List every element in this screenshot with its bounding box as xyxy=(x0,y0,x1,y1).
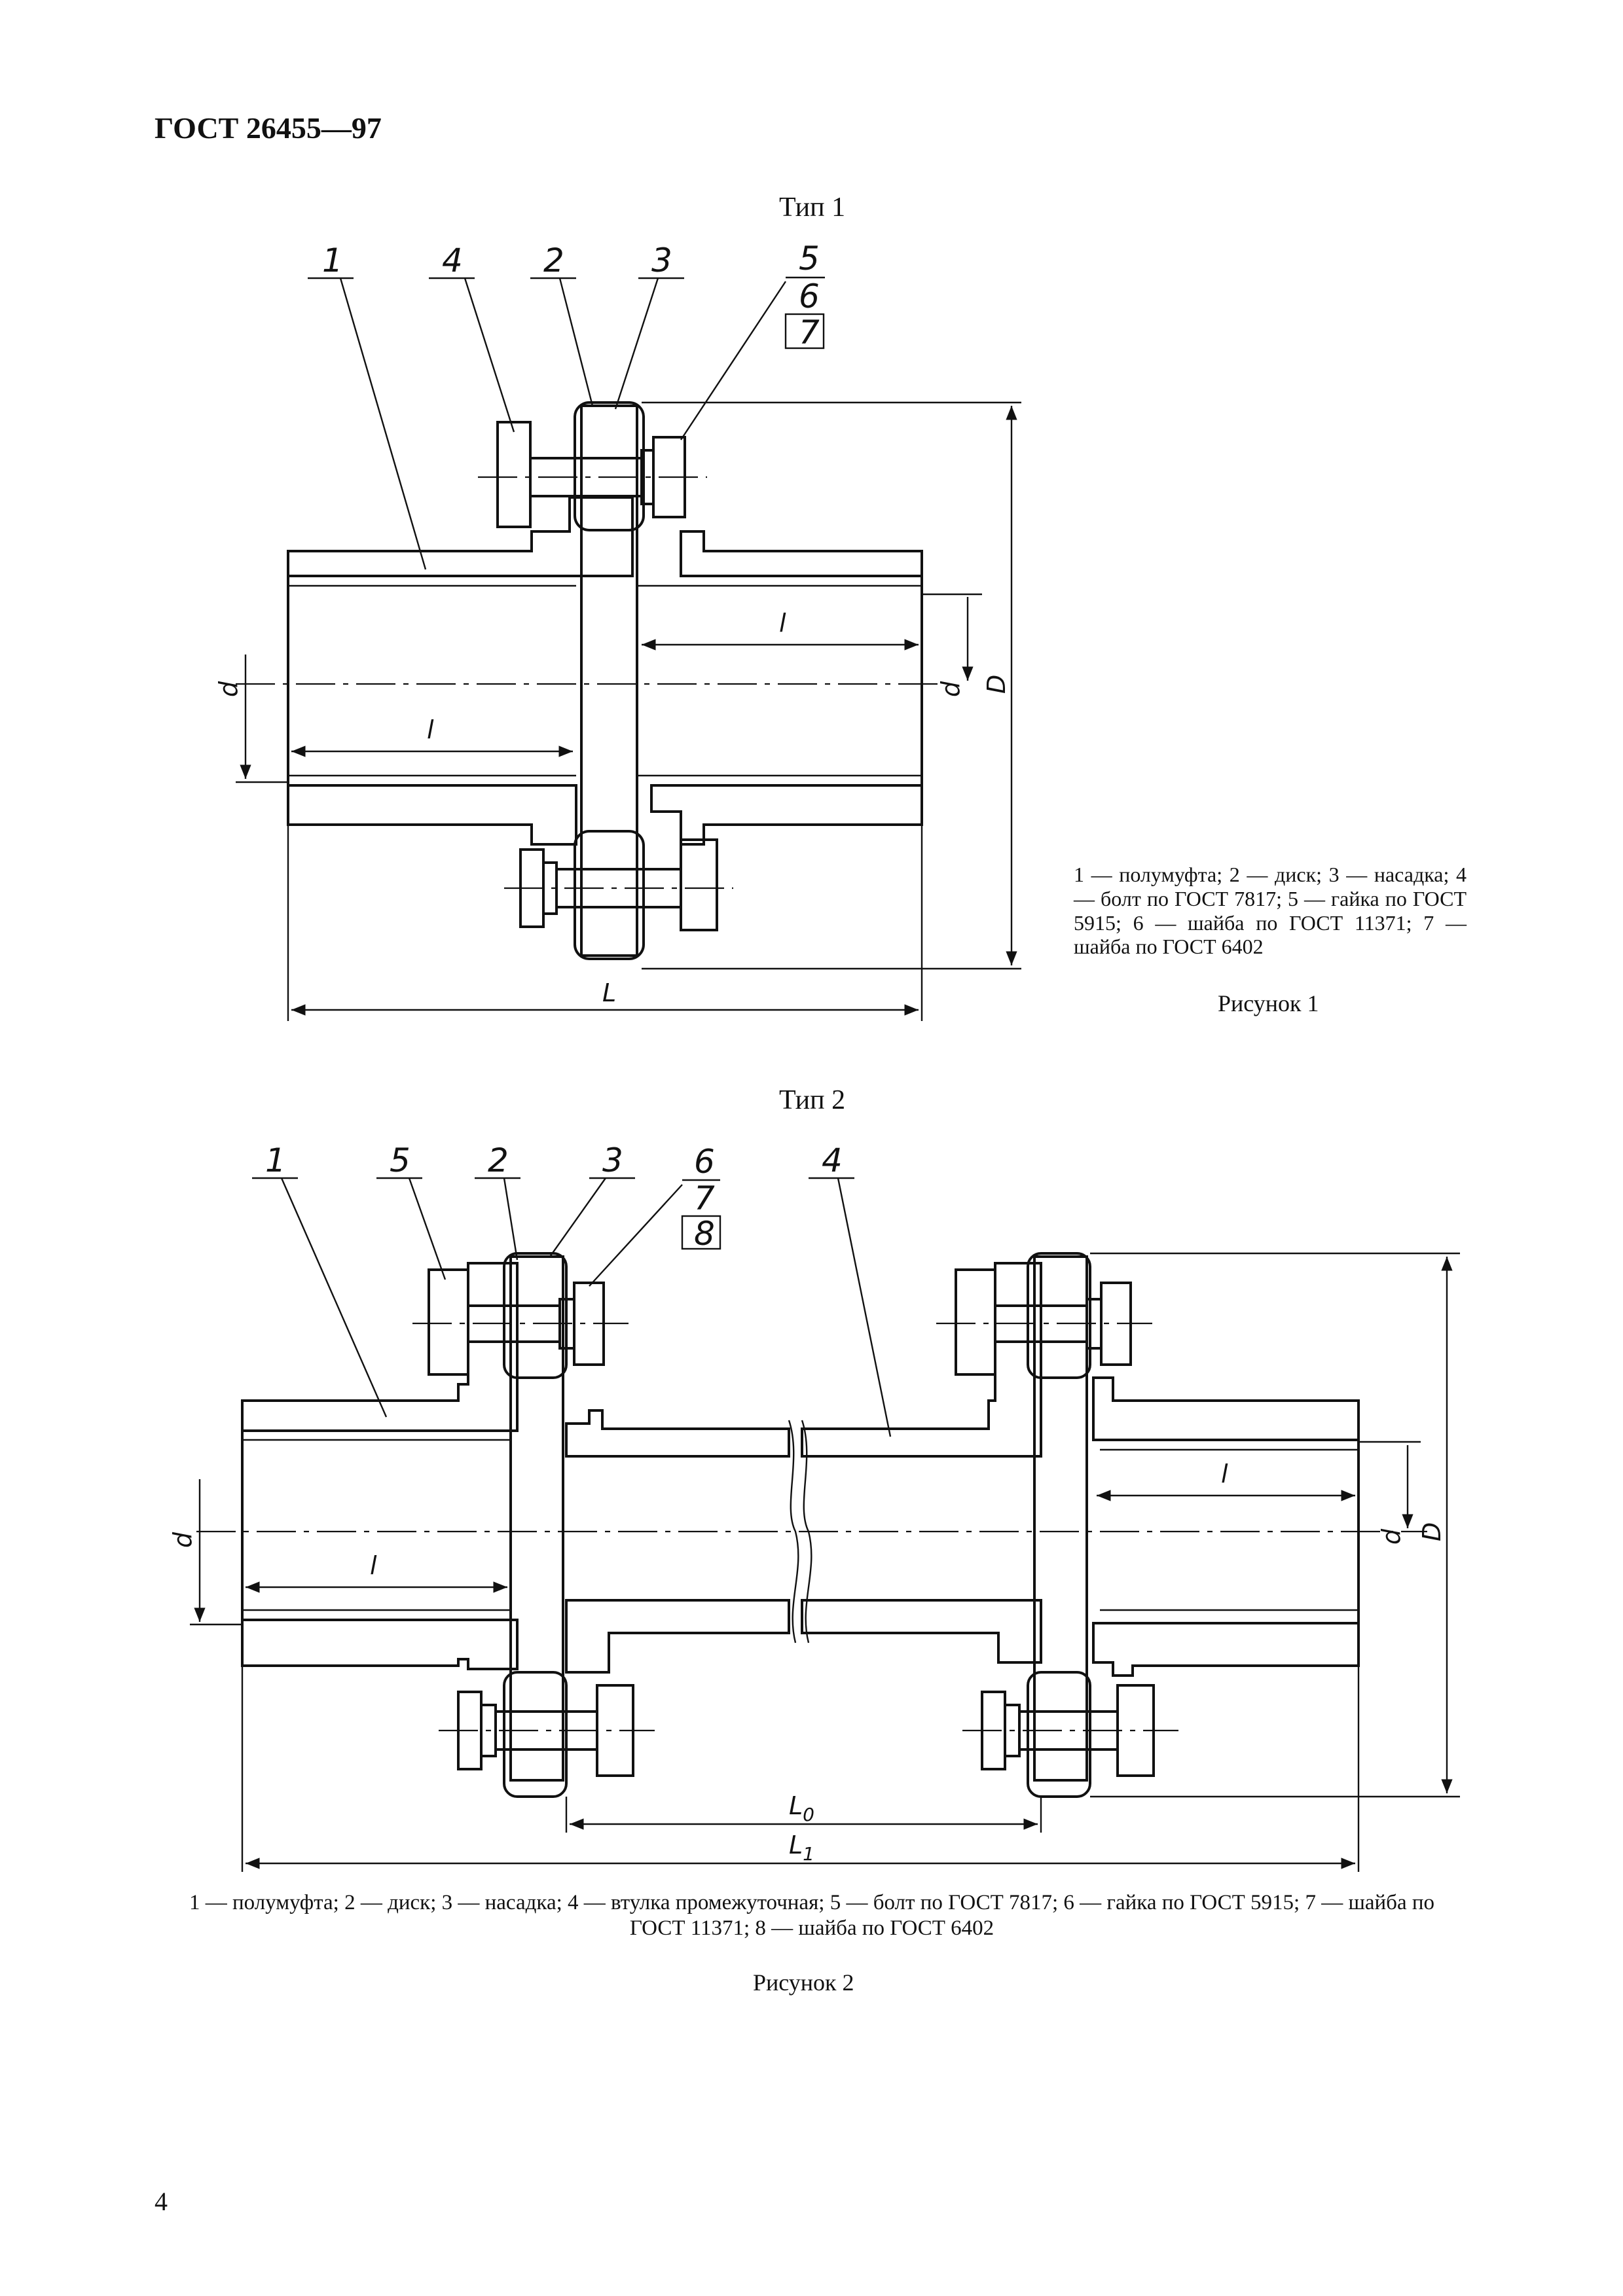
leader-label-6: 6 xyxy=(694,1143,715,1181)
figure2-caption: Рисунок 2 xyxy=(753,1969,854,1996)
dim-l-right-label: l xyxy=(779,609,786,637)
leader-label-4: 4 xyxy=(442,242,463,279)
figure1-drawing: L D d d l l 1 4 2 3 xyxy=(214,240,1021,1021)
dim-L0-label: L0 xyxy=(789,1791,814,1825)
half-coupling-right-top xyxy=(1092,1376,1360,1441)
nozzle-left-bottom xyxy=(503,1671,568,1798)
disc-pack-left xyxy=(509,1255,564,1782)
leader-label-6: 6 xyxy=(799,278,820,315)
dim-d-right-label: d xyxy=(1377,1528,1406,1545)
dim-D-label: D xyxy=(1417,1522,1446,1541)
page-number: 4 xyxy=(155,2187,168,2216)
disc-pack xyxy=(580,404,638,957)
leader-label-1: 1 xyxy=(265,1141,286,1179)
disc-pack-right xyxy=(1033,1255,1088,1782)
bolt-head-top xyxy=(496,421,532,528)
half-coupling-right-bottom xyxy=(1092,1622,1360,1677)
leader-label-7: 7 xyxy=(694,1179,715,1217)
figure1-legend: 1 — полумуфта; 2 — диск; 3 — насадка; 4 … xyxy=(1074,863,1467,959)
leader-label-3: 3 xyxy=(602,1141,623,1179)
half-coupling-left-top xyxy=(241,1262,519,1432)
leader-label-7: 7 xyxy=(799,314,820,351)
spacer-left-top xyxy=(565,1409,790,1458)
leader-label-3: 3 xyxy=(651,242,672,279)
dim-L-label: L xyxy=(602,978,616,1007)
figure2-legend: 1 — полумуфта; 2 — диск; 3 — насадка; 4 … xyxy=(189,1891,1435,1940)
nozzle-left-top xyxy=(503,1252,568,1379)
dim-l-right-label: l xyxy=(1221,1460,1228,1488)
spacer-left-bottom xyxy=(565,1599,790,1674)
figure2-type-label: Тип 2 xyxy=(779,1085,846,1115)
leader-label-2: 2 xyxy=(488,1141,509,1179)
bolt-head-bottom xyxy=(680,838,718,931)
dim-d-left-label: d xyxy=(214,681,243,697)
nozzle-right-top xyxy=(1027,1252,1091,1379)
figure1-caption: Рисунок 1 xyxy=(1218,990,1319,1016)
bolt-head-left-top xyxy=(428,1268,469,1376)
spacer-right-bottom xyxy=(801,1599,1042,1664)
leader-label-1: 1 xyxy=(322,242,343,279)
leader-label-4: 4 xyxy=(822,1141,843,1179)
half-coupling-right-top xyxy=(680,530,923,577)
half-coupling-left-bottom xyxy=(287,784,577,846)
leader-label-2: 2 xyxy=(543,242,564,279)
half-coupling-right-bottom xyxy=(650,784,923,846)
leader-label-5: 5 xyxy=(390,1141,410,1179)
dim-L1-label: L1 xyxy=(789,1831,814,1865)
nozzle-right-bottom xyxy=(1027,1671,1091,1798)
dim-d-right-label: d xyxy=(936,681,965,697)
bolt-head-right-top xyxy=(955,1268,996,1376)
dim-l-left-label: l xyxy=(370,1551,377,1580)
dim-d-left-label: d xyxy=(168,1532,197,1548)
nozzle-top xyxy=(574,401,645,531)
dim-D-label: D xyxy=(982,675,1011,694)
spacer-right-top xyxy=(801,1262,1042,1458)
dim-l-left-label: l xyxy=(427,715,434,744)
document-header: ГОСТ 26455—97 xyxy=(155,111,382,145)
nozzle-bottom xyxy=(574,830,645,960)
figure1-type-label: Тип 1 xyxy=(779,192,846,223)
half-coupling-left-bottom xyxy=(241,1619,519,1670)
leader-label-8: 8 xyxy=(694,1215,715,1253)
figure2-drawing: L1 L0 D d d l l 1 5 2 xyxy=(168,1141,1460,1872)
leader-label-5: 5 xyxy=(799,240,820,278)
